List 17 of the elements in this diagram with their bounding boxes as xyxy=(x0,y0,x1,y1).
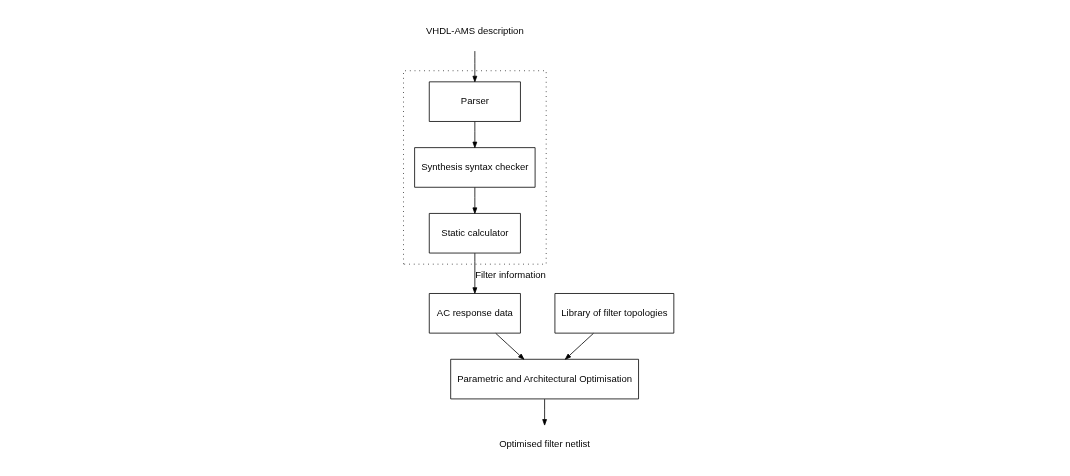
edge-label: Filter information xyxy=(474,269,546,281)
node-box: Static calculator xyxy=(428,213,521,254)
node-text: VHDL-AMS description xyxy=(425,24,524,36)
node-box: Synthesis syntax checker xyxy=(413,147,535,188)
arrow xyxy=(494,332,524,360)
arrow xyxy=(472,121,477,148)
arrow xyxy=(472,50,477,83)
arrow xyxy=(472,252,477,294)
arrow xyxy=(541,398,547,426)
node-box: Parser xyxy=(428,81,521,122)
node-box: Library of filter topologies xyxy=(554,293,674,334)
node-box: Parametric and Architectural Optimisation xyxy=(449,358,639,400)
node-box: AC response data xyxy=(428,293,521,334)
arrow xyxy=(564,332,594,360)
cluster xyxy=(402,70,547,265)
node-text: Optimised filter netlist xyxy=(498,438,590,450)
arrow xyxy=(472,187,477,214)
